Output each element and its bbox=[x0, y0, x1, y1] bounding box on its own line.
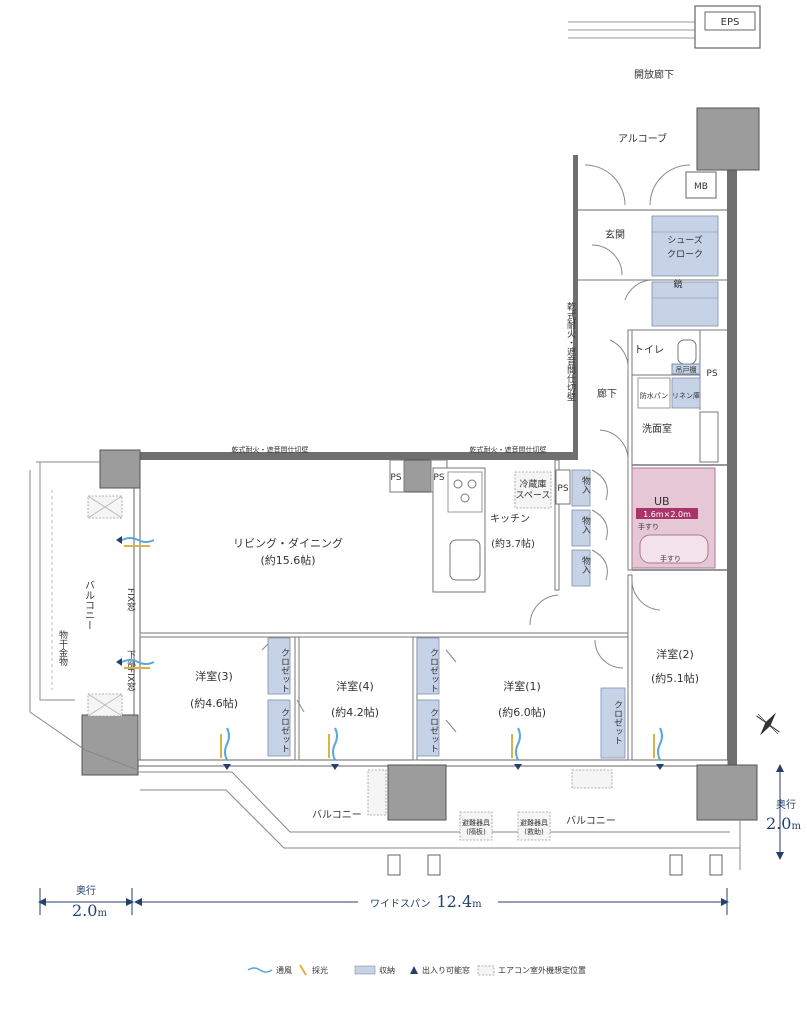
room1-size-label: (約6.0帖) bbox=[498, 705, 546, 719]
eps-area: EPS bbox=[568, 5, 761, 49]
entrance-label: 玄関 bbox=[605, 228, 625, 241]
mirror-label: 鏡 bbox=[673, 278, 682, 290]
living-size-label: (約15.6帖) bbox=[260, 553, 315, 567]
interior-walls bbox=[139, 279, 727, 761]
shoes-closet bbox=[651, 215, 719, 327]
room4-label: 洋室(4) bbox=[336, 679, 374, 693]
evac-1-label: 避難器具(隔板) bbox=[462, 818, 490, 836]
unit-bath bbox=[631, 467, 716, 569]
closet-3-label: クロゼット bbox=[428, 648, 439, 693]
handrail-2-label: 手すり bbox=[660, 554, 681, 563]
partition-wall-left-label: 乾式耐火・遮音間仕切壁 bbox=[232, 445, 309, 454]
bedroom-closets bbox=[261, 637, 626, 759]
legend-ventilation-icon bbox=[247, 967, 273, 973]
ps-right-label: PS bbox=[706, 369, 717, 379]
ventilation-markers bbox=[116, 536, 664, 770]
washroom-label: 洗面室 bbox=[642, 422, 672, 435]
legend-storage-icon bbox=[354, 965, 376, 975]
corridor-label: 廊下 bbox=[597, 387, 617, 400]
evac-2-label: 避難器具(救助) bbox=[520, 818, 548, 836]
closet-1-label: クロゼット bbox=[279, 648, 290, 693]
kitchen-storages bbox=[571, 469, 608, 587]
legend-daylight-icon bbox=[299, 964, 307, 976]
ub-label: UB bbox=[654, 495, 670, 508]
fix-window-label: FIX窓 bbox=[125, 588, 136, 611]
toilet-label: トイレ bbox=[634, 345, 664, 356]
waterproof-pan-label: 防水パン bbox=[640, 391, 668, 400]
depth-left-label: 奥行 bbox=[76, 884, 96, 897]
depth-right-value: 2.0m bbox=[766, 814, 801, 833]
kitchen-label: キッチン bbox=[490, 513, 530, 525]
legend-daylight-label: 採光 bbox=[312, 965, 328, 975]
shoes-closet-label: シューズクローク bbox=[667, 234, 703, 260]
legend bbox=[247, 964, 495, 976]
left-balcony-label: バルコニー bbox=[83, 580, 95, 630]
ub-size-label: 1.6m×2.0m bbox=[643, 510, 691, 519]
outer-walls bbox=[81, 107, 760, 821]
room3-size-label: (約4.6帖) bbox=[190, 696, 238, 710]
eps-label: EPS bbox=[721, 17, 740, 28]
closet-4-label: クロゼット bbox=[428, 708, 439, 753]
storage-1-label: 物入 bbox=[580, 475, 591, 494]
room3-label: 洋室(3) bbox=[195, 669, 233, 683]
depth-right-label: 奥行 bbox=[776, 798, 796, 811]
legend-ac-icon bbox=[477, 965, 495, 976]
partition-wall-vertical-label: 乾式耐火・遮音間仕切壁 bbox=[565, 301, 576, 401]
toilet-area bbox=[599, 339, 719, 463]
room1-label: 洋室(1) bbox=[503, 679, 541, 693]
legend-ventilation-label: 通風 bbox=[276, 965, 292, 975]
mb-label: MB bbox=[694, 182, 708, 192]
legend-door-label: 出入り可能窓 bbox=[422, 965, 470, 975]
handrail-1-label: 手すり bbox=[638, 522, 659, 531]
ps-3-label: PS bbox=[557, 484, 568, 494]
fridge-label: 冷蔵庫スペース bbox=[516, 478, 551, 501]
balcony-bottom-left-label: バルコニー bbox=[312, 809, 362, 821]
balcony-bottom-right-label: バルコニー bbox=[566, 815, 616, 827]
lower-fix-window-label: 下部FIX窓 bbox=[125, 650, 136, 691]
depth-left-value: 2.0m bbox=[72, 901, 107, 920]
hanging-shelf-label: 吊戸棚 bbox=[676, 365, 697, 374]
compass-icon bbox=[756, 712, 780, 736]
room2-label: 洋室(2) bbox=[656, 647, 694, 661]
room2-size-label: (約5.1帖) bbox=[651, 671, 699, 685]
kitchen-area bbox=[389, 459, 571, 593]
room4-size-label: (約4.2帖) bbox=[331, 705, 379, 719]
living-label: リビング・ダイニング bbox=[233, 536, 343, 550]
bottom-balcony bbox=[138, 769, 741, 876]
kitchen-size-label: (約3.7帖) bbox=[491, 537, 535, 550]
linen-label: リネン庫 bbox=[672, 391, 700, 400]
alcove-label: アルコーブ bbox=[618, 132, 667, 145]
open-corridor-label: 開放廊下 bbox=[634, 68, 674, 81]
ps-2-label: PS bbox=[433, 473, 444, 483]
partition-wall-right-label: 乾式耐火・遮音間仕切壁 bbox=[470, 445, 547, 454]
storage-2-label: 物入 bbox=[580, 515, 591, 534]
ps-1-label: PS bbox=[390, 473, 401, 483]
closet-2-label: クロゼット bbox=[279, 708, 290, 753]
storage-3-label: 物入 bbox=[580, 555, 591, 574]
closet-5-label: クロゼット bbox=[612, 700, 623, 745]
legend-door-icon bbox=[410, 966, 418, 974]
legend-ac-label: エアコン室外機想定位置 bbox=[498, 965, 586, 975]
legend-storage-label: 収納 bbox=[379, 965, 395, 975]
left-balcony bbox=[29, 461, 139, 771]
drying-rack-label: 物干金物 bbox=[57, 629, 68, 667]
